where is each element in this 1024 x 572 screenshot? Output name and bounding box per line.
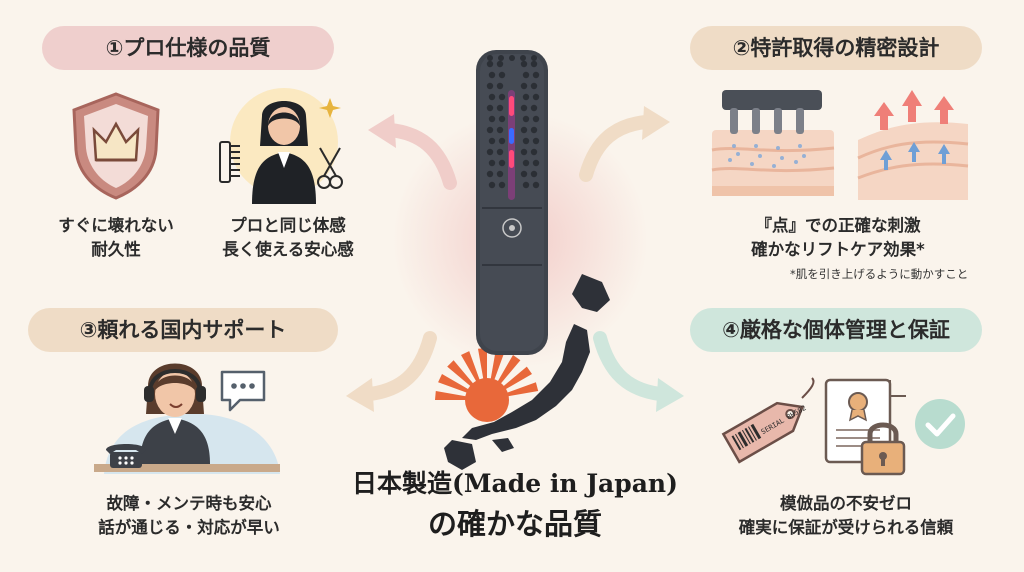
device-dot xyxy=(488,71,496,79)
rising-sun-icon xyxy=(435,348,539,422)
arrow-to-feature-3 xyxy=(346,331,437,412)
device-dot xyxy=(530,148,538,156)
device-dot xyxy=(486,60,494,68)
device-dot xyxy=(532,137,540,145)
support-operator-icon xyxy=(94,363,280,474)
device-dot xyxy=(496,148,504,156)
hairstylist-icon xyxy=(219,88,343,204)
feature-4-heading: ④厳格な個体管理と保証 xyxy=(690,308,982,352)
device-dot xyxy=(488,137,496,145)
device-dot xyxy=(509,55,515,61)
feature-1-caption-1: すぐに壊れない 耐久性 xyxy=(44,214,188,262)
shield-crown-icon xyxy=(72,92,160,200)
device-dot xyxy=(488,93,496,101)
caption-line: 確実に保証が受けられる信頼 xyxy=(738,518,954,537)
device-dot xyxy=(498,71,506,79)
certificate-lock-icon xyxy=(824,378,906,476)
device-dot xyxy=(498,137,506,145)
device-dot xyxy=(520,104,528,112)
caption-line: 故障・メンテ時も安心 xyxy=(106,494,272,513)
device-dot xyxy=(522,93,530,101)
device-dot xyxy=(522,71,530,79)
device-dot xyxy=(530,170,538,178)
device-dot xyxy=(498,181,506,189)
device-dot xyxy=(520,55,526,61)
serial-tag-icon: SERIAL 8H582 xyxy=(721,377,815,464)
arrow-to-feature-1 xyxy=(368,114,457,190)
device-dot xyxy=(522,181,530,189)
device-dot xyxy=(496,60,504,68)
check-icon xyxy=(915,399,965,449)
caption-line: 確かなリフトケア効果* xyxy=(751,240,925,259)
device-dot xyxy=(486,170,494,178)
device-dot xyxy=(486,82,494,90)
caption-line: 模倣品の不安ゼロ xyxy=(780,494,912,513)
feature-3-caption: 故障・メンテ時も安心 話が通じる・対応が早い xyxy=(44,492,334,540)
arrow-to-feature-2 xyxy=(579,106,670,182)
feature-2-heading: ②特許取得の精密設計 xyxy=(690,26,982,70)
center-title: 日本製造(Made in Japan) の確かな品質 xyxy=(330,464,700,544)
device-dot xyxy=(488,181,496,189)
device-dot xyxy=(532,159,540,167)
device-dot xyxy=(498,93,506,101)
device-dot xyxy=(531,55,537,61)
device-dot xyxy=(496,104,504,112)
skin-stimulation-icon xyxy=(711,90,835,196)
feature-2-footnote: *肌を引き上げるように動かすこと xyxy=(790,267,969,281)
device-dot xyxy=(520,82,528,90)
scalp-brush-device-icon xyxy=(476,50,548,355)
feature-1-heading: ①プロ仕様の品質 xyxy=(42,26,334,70)
device-dot xyxy=(530,82,538,90)
device-dot xyxy=(530,104,538,112)
device-dot xyxy=(520,170,528,178)
device-dot xyxy=(496,82,504,90)
center-title-line-1: 日本製造(Made in Japan) xyxy=(352,469,678,498)
caption-line: 話が通じる・対応が早い xyxy=(98,518,280,537)
device-dot xyxy=(498,115,506,123)
device-dot xyxy=(498,55,504,61)
speech-bubble-icon xyxy=(220,370,266,412)
feature-4-caption: 模倣品の不安ゼロ 確実に保証が受けられる信頼 xyxy=(696,492,996,540)
feature-1-caption-2: プロと同じ体感 長く使える安心感 xyxy=(198,214,378,262)
device-dot xyxy=(520,60,528,68)
telephone-icon xyxy=(106,444,146,468)
device-dot xyxy=(522,159,530,167)
device-dot xyxy=(486,148,494,156)
arrow-to-feature-4 xyxy=(593,331,684,412)
caption-line: すぐに壊れない xyxy=(58,216,174,235)
caption-line: プロと同じ体感 xyxy=(230,216,346,235)
device-dot xyxy=(488,159,496,167)
device-dot xyxy=(532,181,540,189)
caption-line: 長く使える安心感 xyxy=(222,240,354,259)
device-dot xyxy=(532,115,540,123)
center-title-line-2: の確かな品質 xyxy=(427,507,602,541)
feature-3-heading: ③頼れる国内サポート xyxy=(28,308,338,352)
device-dot xyxy=(487,55,493,61)
device-dot xyxy=(522,137,530,145)
device-dot xyxy=(530,60,538,68)
device-dot xyxy=(488,115,496,123)
feature-2-caption: 『点』での正確な刺激 確かなリフトケア効果* xyxy=(704,214,972,262)
device-dot xyxy=(496,126,504,134)
device-dot xyxy=(496,170,504,178)
caption-line: 耐久性 xyxy=(91,240,141,259)
device-dot xyxy=(498,159,506,167)
device-dot xyxy=(530,126,538,134)
device-dot xyxy=(520,148,528,156)
japan-map-icon xyxy=(444,274,610,470)
device-dot xyxy=(520,126,528,134)
caption-line: 『点』での正確な刺激 xyxy=(755,216,921,235)
device-dot xyxy=(532,93,540,101)
device-dot xyxy=(522,115,530,123)
skin-lift-icon xyxy=(857,90,969,200)
device-dot xyxy=(486,126,494,134)
device-dot xyxy=(532,71,540,79)
device-dot xyxy=(486,104,494,112)
